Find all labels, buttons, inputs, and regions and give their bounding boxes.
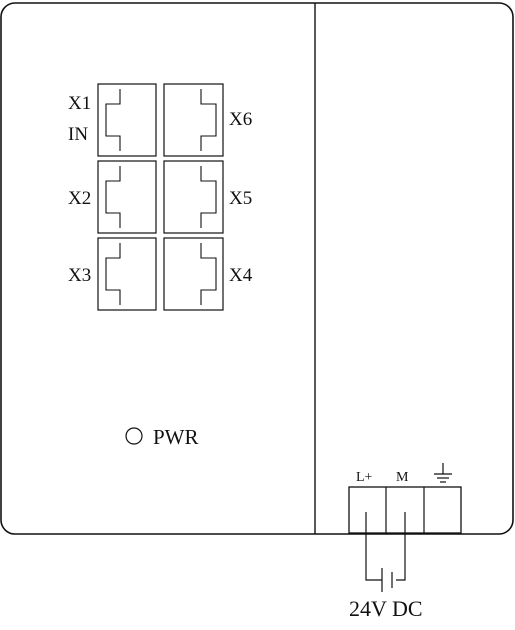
port-x3 bbox=[97, 237, 157, 311]
port-x6-frame bbox=[163, 83, 224, 157]
port-x5-frame bbox=[163, 160, 224, 234]
rj45-icon bbox=[200, 89, 217, 151]
rj45-icon bbox=[200, 243, 217, 305]
port-x4 bbox=[163, 237, 224, 311]
port-x2-frame bbox=[97, 160, 157, 234]
port-label-x1: X1 bbox=[68, 93, 91, 114]
port-x6 bbox=[163, 83, 224, 157]
port-x4-frame bbox=[163, 237, 224, 311]
port-x2 bbox=[97, 160, 157, 234]
rj45-icon bbox=[200, 166, 217, 228]
pwr-label: PWR bbox=[153, 425, 199, 449]
device-housing bbox=[0, 2, 514, 535]
terminal-label-lplus: L+ bbox=[356, 470, 373, 485]
rj45-icon bbox=[105, 166, 121, 228]
ground-icon bbox=[434, 463, 452, 483]
port-x1-frame bbox=[97, 83, 157, 157]
port-label-x2: X2 bbox=[68, 188, 91, 209]
port-label-x5: X5 bbox=[229, 188, 252, 209]
rj45-icon bbox=[105, 243, 121, 305]
terminal-label-m: M bbox=[396, 470, 409, 485]
rj45-icon bbox=[105, 89, 121, 151]
supply-voltage-label: 24V DC bbox=[349, 596, 423, 621]
port-sublabel-in: IN bbox=[68, 124, 88, 145]
port-x5 bbox=[163, 160, 224, 234]
port-x3-frame bbox=[97, 237, 157, 311]
port-x1 bbox=[97, 83, 157, 157]
port-label-x3: X3 bbox=[68, 265, 91, 286]
pwr-led-icon bbox=[125, 427, 143, 445]
supply-wiring bbox=[365, 512, 406, 592]
port-label-x6: X6 bbox=[229, 109, 252, 130]
port-label-x4: X4 bbox=[229, 265, 253, 286]
